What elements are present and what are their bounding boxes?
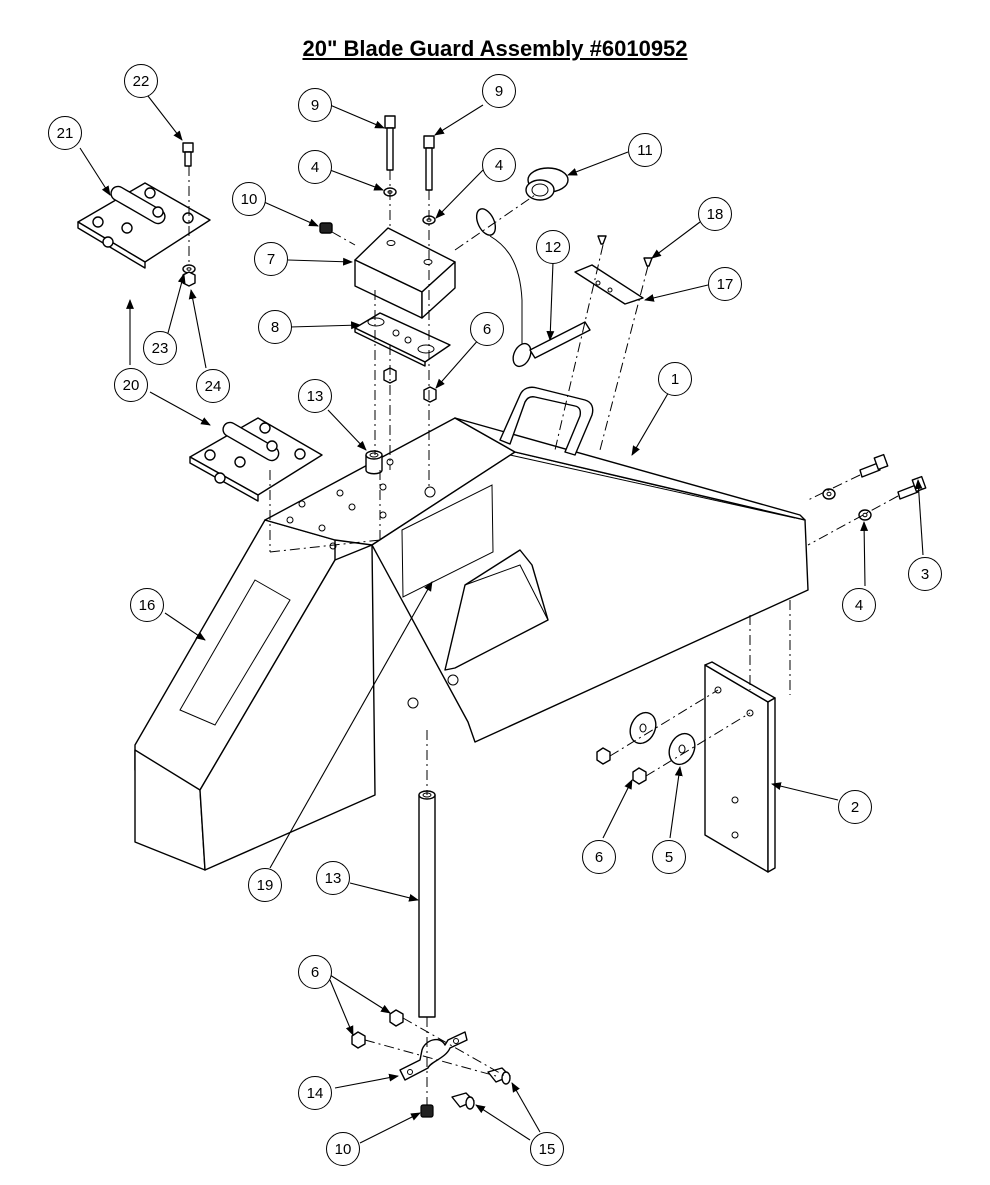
part-15-screws (451, 1067, 511, 1110)
callout-9-left: 9 (298, 88, 332, 122)
callout-11: 11 (628, 133, 662, 167)
callout-17: 17 (708, 267, 742, 301)
callout-8: 8 (258, 310, 292, 344)
part-12-pin-lanyard (475, 208, 591, 368)
leader-lines (79, 95, 924, 1144)
callout-9-right: 9 (482, 74, 516, 108)
callout-15: 15 (530, 1132, 564, 1166)
part-6-nuts-bottom (351, 1009, 404, 1049)
assembly-centerlines (188, 166, 899, 1105)
part-17-bracket (574, 264, 644, 305)
part-20-hinge-lower (189, 417, 323, 502)
diagram-title: 20" Blade Guard Assembly #6010952 (302, 36, 688, 61)
part-6-nuts-right (596, 747, 647, 785)
callout-4-top-left: 4 (298, 150, 332, 184)
part-14-clamp (399, 1031, 468, 1081)
callout-12: 12 (536, 230, 570, 264)
callout-7: 7 (254, 242, 288, 276)
part-8-plate (354, 312, 451, 367)
callout-19: 19 (248, 868, 282, 902)
part-10-cap-top (319, 222, 333, 234)
callout-18: 18 (698, 197, 732, 231)
callout-10-bottom: 10 (326, 1132, 360, 1166)
callout-21: 21 (48, 116, 82, 150)
callout-5: 5 (652, 840, 686, 874)
callout-1: 1 (658, 362, 692, 396)
callout-10-top: 10 (232, 182, 266, 216)
callout-14: 14 (298, 1076, 332, 1110)
part-18-screws (597, 235, 653, 267)
part-9-bolts (384, 115, 435, 191)
part-22-bolt (182, 142, 194, 167)
callout-6-right: 6 (582, 840, 616, 874)
part-13-bushing-top (365, 450, 383, 475)
callout-22: 22 (124, 64, 158, 98)
callout-4-right: 4 (842, 588, 876, 622)
callout-13-top: 13 (298, 379, 332, 413)
part-4-washers (383, 187, 872, 521)
callout-16: 16 (130, 588, 164, 622)
part-11-fitting (525, 167, 569, 201)
part-13-tube (418, 790, 436, 1018)
callout-4-top-right: 4 (482, 148, 516, 182)
part-21-hinge-upper (77, 182, 211, 269)
callout-23: 23 (143, 331, 177, 365)
part-7-block (354, 227, 456, 319)
callout-6-top: 6 (470, 312, 504, 346)
part-24-nut (182, 271, 196, 287)
part-2-mounting-plate (704, 661, 776, 873)
callout-2: 2 (838, 790, 872, 824)
part-5-washers (629, 711, 696, 766)
part-1-blade-guard-housing (134, 386, 809, 871)
part-6-nuts (383, 367, 437, 403)
callout-6-bottom: 6 (298, 955, 332, 989)
callout-3: 3 (908, 557, 942, 591)
callout-20: 20 (114, 368, 148, 402)
callout-13-bottom: 13 (316, 861, 350, 895)
callout-24: 24 (196, 369, 230, 403)
part-3-bolts (859, 453, 927, 500)
part-10-cap-bottom (420, 1104, 434, 1118)
